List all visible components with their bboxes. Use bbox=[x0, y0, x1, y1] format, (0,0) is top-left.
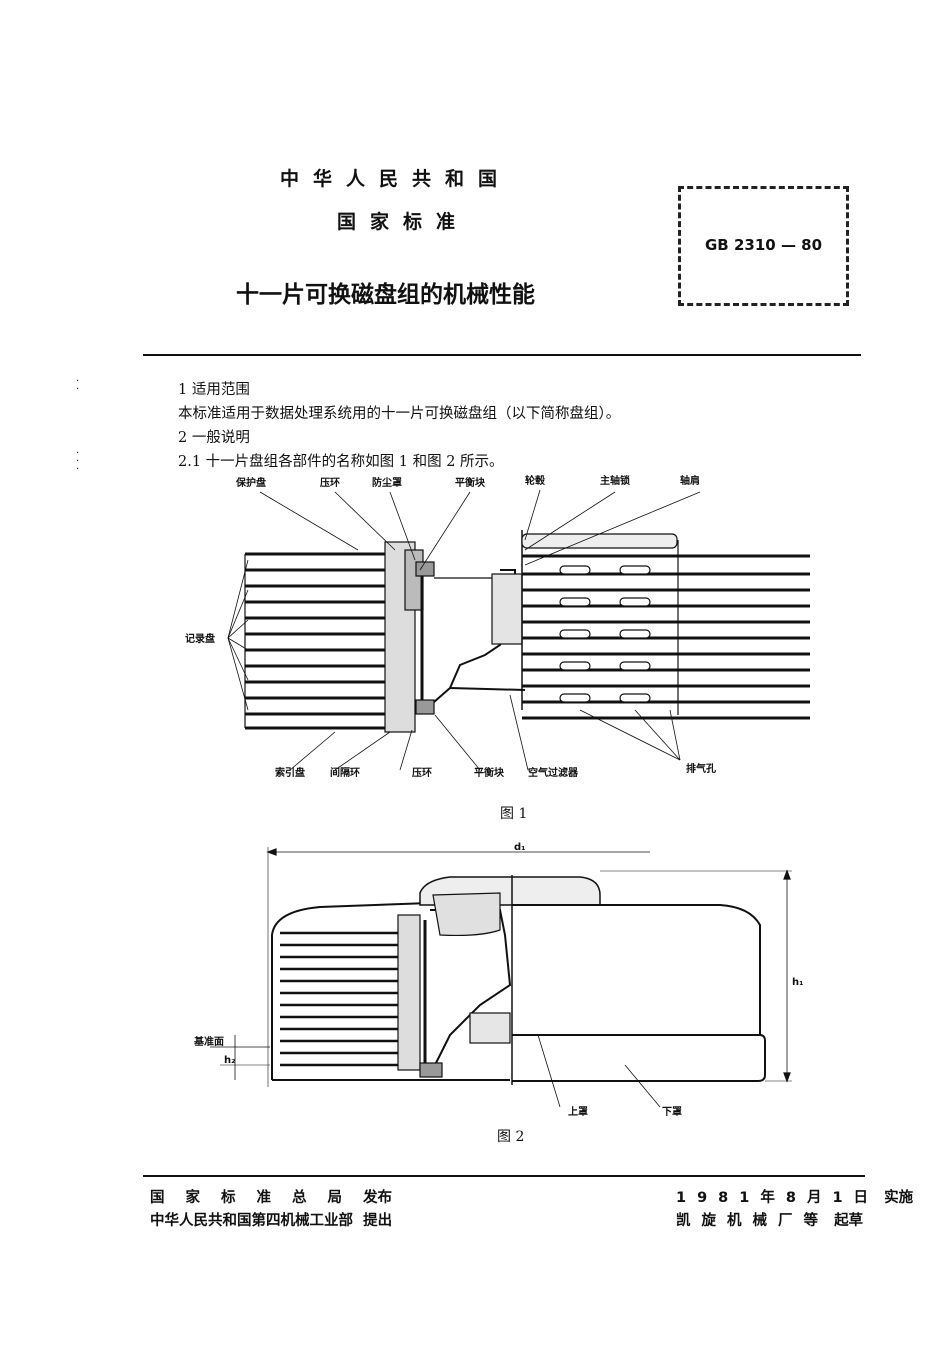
label-index-disk: 索引盘 bbox=[275, 766, 305, 779]
footer-rule bbox=[143, 1175, 865, 1177]
label-lower-cover: 下罩 bbox=[662, 1106, 682, 1118]
label-balance-bottom: 平衡块 bbox=[474, 766, 505, 779]
label-air-filter: 空气过滤器 bbox=[528, 766, 579, 779]
label-shoulder: 轴肩 bbox=[680, 474, 700, 487]
section-1-heading: 1 适用范围 bbox=[178, 382, 250, 398]
margin-mark: ··· bbox=[76, 448, 80, 475]
label-upper-cover: 上罩 bbox=[568, 1105, 588, 1118]
footer-proposer: 中华人民共和国第四机械工业部 提出 bbox=[150, 1213, 393, 1229]
disk-stack-left bbox=[244, 552, 405, 730]
label-spindle-lock: 主轴锁 bbox=[600, 474, 630, 487]
standard-code-box: GB 2310 — 80 bbox=[678, 186, 849, 306]
label-spacer-ring: 间隔环 bbox=[330, 766, 360, 779]
section-2-heading: 2 一般说明 bbox=[178, 430, 250, 446]
label-dust-cover: 防尘罩 bbox=[372, 476, 402, 489]
footer-drafter: 凯旋机械厂等 起草 bbox=[676, 1213, 864, 1229]
footer-publisher: 国家标准总局发布 bbox=[150, 1190, 392, 1206]
country-heading: 中华人民共和国 bbox=[280, 168, 512, 190]
label-record-disk: 记录盘 bbox=[185, 632, 215, 645]
standard-type-heading: 国家标准 bbox=[337, 211, 470, 233]
section-1-text: 本标准适用于数据处理系统用的十一片可换磁盘组（以下简称盘组）。 bbox=[178, 406, 621, 422]
figure-1-drawing: 保护盘 压环 防尘罩 平衡块 轮毂 主轴锁 轴肩 记录盘 索引盘 间隔环 压环 … bbox=[185, 474, 810, 779]
page-title: 十一片可换磁盘组的机械性能 bbox=[236, 282, 535, 308]
label-balance-top: 平衡块 bbox=[455, 476, 486, 489]
label-h2: h₂ bbox=[224, 1055, 236, 1066]
margin-mark: ·· bbox=[76, 376, 80, 395]
label-vent-holes: 排气孔 bbox=[686, 762, 716, 775]
section-2-1-text: 2.1 十一片盘组各部件的名称如图 1 和图 2 所示。 bbox=[178, 454, 504, 470]
label-h1: h₁ bbox=[792, 977, 804, 988]
label-datum: 基准面 bbox=[193, 1035, 224, 1048]
label-press-ring-bottom: 压环 bbox=[412, 767, 432, 779]
standard-code: GB 2310 — 80 bbox=[705, 236, 823, 254]
header-rule bbox=[143, 354, 861, 356]
figure-2-drawing: d₁ h₁ h₂ 基准面 上罩 下罩 bbox=[193, 842, 804, 1118]
figure-2-caption: 图 2 bbox=[497, 1129, 525, 1145]
label-press-ring-top: 压环 bbox=[320, 477, 340, 489]
label-d1: d₁ bbox=[514, 842, 526, 853]
footer-effective-date: 1981年8月1日 实施 bbox=[676, 1190, 914, 1206]
label-protect-disk: 保护盘 bbox=[235, 476, 266, 489]
figure-1-caption: 图 1 bbox=[500, 806, 528, 822]
label-hub: 轮毂 bbox=[525, 474, 545, 487]
